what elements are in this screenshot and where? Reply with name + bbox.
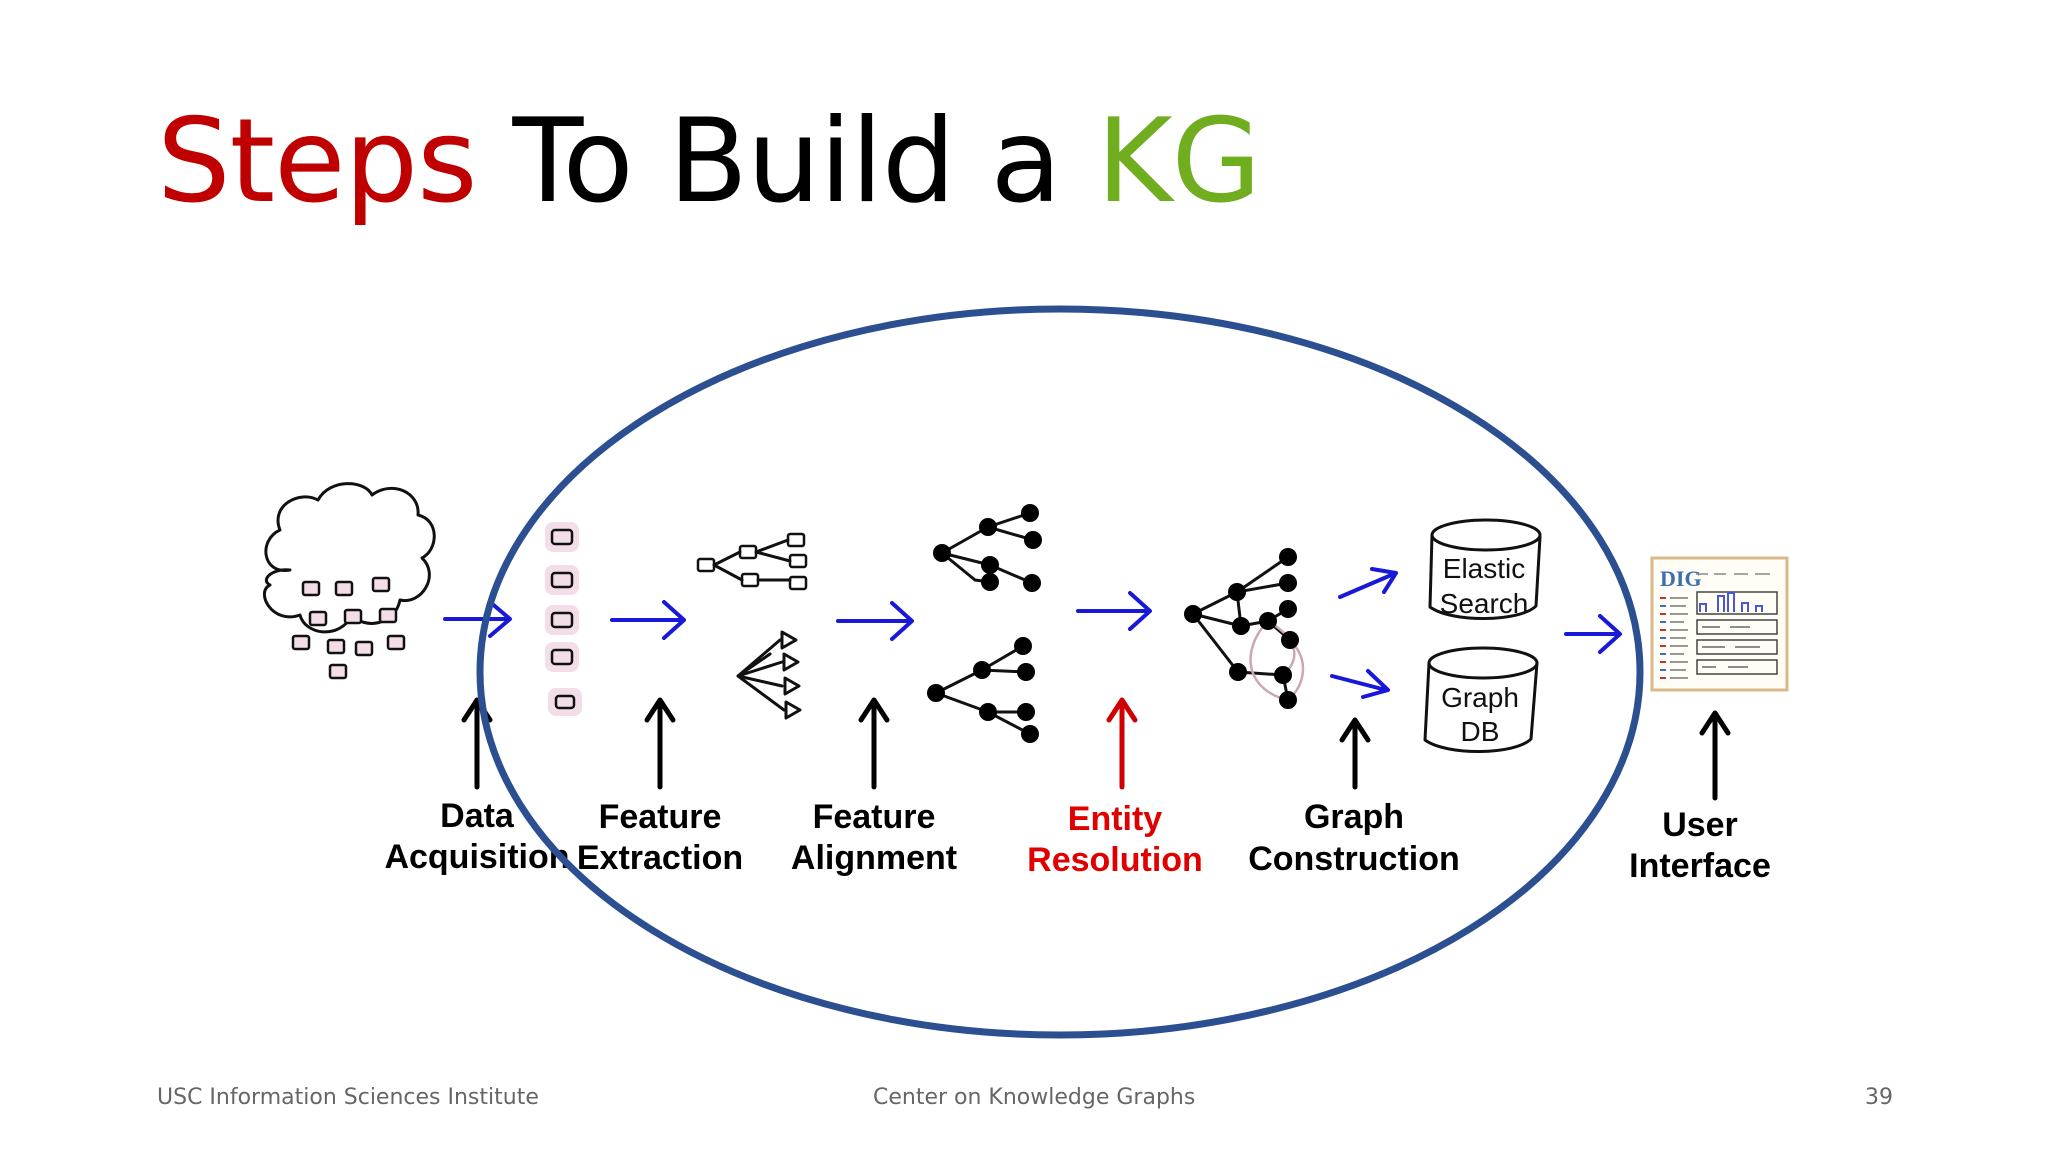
stage-label-user-interface-line1: User bbox=[1662, 806, 1738, 844]
flow-arrow-icon bbox=[1338, 567, 1398, 599]
elasticsearch-database-icon: Elastic Search bbox=[1428, 518, 1542, 620]
stage-pointer-arrows bbox=[461, 697, 1731, 801]
db-label-line1: Elastic bbox=[1443, 553, 1525, 584]
title-part-steps: Steps bbox=[157, 94, 478, 229]
data-cloud-icon bbox=[263, 482, 436, 680]
flow-arrows bbox=[443, 567, 1622, 699]
dig-logo: DIG bbox=[1660, 566, 1702, 591]
stage-label-entity-resolution-line2: Resolution bbox=[1027, 841, 1203, 879]
feature-tree-icon bbox=[696, 532, 808, 591]
slide-title: Steps To Build a KG bbox=[157, 94, 1261, 229]
flow-arrow-icon bbox=[610, 600, 686, 640]
focus-ellipse bbox=[476, 305, 1644, 1039]
slide-number: 39 bbox=[1865, 1085, 1893, 1110]
flow-arrow-icon bbox=[836, 601, 914, 641]
db-label-line1: Graph bbox=[1441, 682, 1519, 713]
stage-label-graph-construction-line1: Graph bbox=[1304, 798, 1404, 836]
flow-arrow-icon bbox=[1330, 669, 1390, 699]
dig-interface-icon: DIG bbox=[1650, 556, 1789, 692]
aligned-tree-top-icon bbox=[933, 504, 1042, 592]
stage-label-feature-extraction-line1: Feature bbox=[599, 798, 722, 836]
up-arrow-icon bbox=[858, 697, 890, 790]
title-part-kg: KG bbox=[1096, 94, 1261, 229]
extracted-features-icon bbox=[545, 522, 582, 716]
feature-triangles-icon bbox=[736, 630, 802, 720]
footer-center-name: Center on Knowledge Graphs bbox=[873, 1085, 1196, 1110]
stage-label-data-acquisition-line1: Data bbox=[440, 797, 515, 835]
stage-label-feature-alignment-line2: Alignment bbox=[791, 839, 957, 877]
graph-database-icon: Graph DB bbox=[1423, 646, 1539, 753]
db-label-line2: Search bbox=[1440, 588, 1529, 619]
stage-label-data-acquisition-line2: Acquisition bbox=[384, 838, 569, 876]
up-arrow-icon bbox=[1339, 717, 1371, 790]
stage-labels: Data Acquisition Feature Extraction Feat… bbox=[384, 797, 1770, 885]
flow-arrow-icon bbox=[1564, 614, 1622, 654]
db-label-line2: DB bbox=[1461, 716, 1500, 747]
stage-label-entity-resolution-line1: Entity bbox=[1068, 800, 1163, 838]
footer-institute: USC Information Sciences Institute bbox=[157, 1085, 539, 1110]
up-arrow-icon bbox=[644, 697, 676, 790]
flow-arrow-icon bbox=[1076, 591, 1152, 631]
up-arrow-icon bbox=[1699, 710, 1731, 801]
stage-label-feature-extraction-line2: Extraction bbox=[577, 839, 743, 877]
stage-label-user-interface-line2: Interface bbox=[1629, 847, 1771, 885]
up-arrow-icon bbox=[1106, 697, 1138, 790]
title-part-middle: To Build a bbox=[512, 94, 1061, 229]
stage-label-graph-construction-line2: Construction bbox=[1248, 840, 1460, 878]
stage-label-feature-alignment-line1: Feature bbox=[813, 798, 936, 836]
merged-graph-icon bbox=[1184, 548, 1305, 709]
aligned-tree-bottom-icon bbox=[927, 637, 1039, 743]
flow-arrow-icon bbox=[443, 600, 512, 638]
